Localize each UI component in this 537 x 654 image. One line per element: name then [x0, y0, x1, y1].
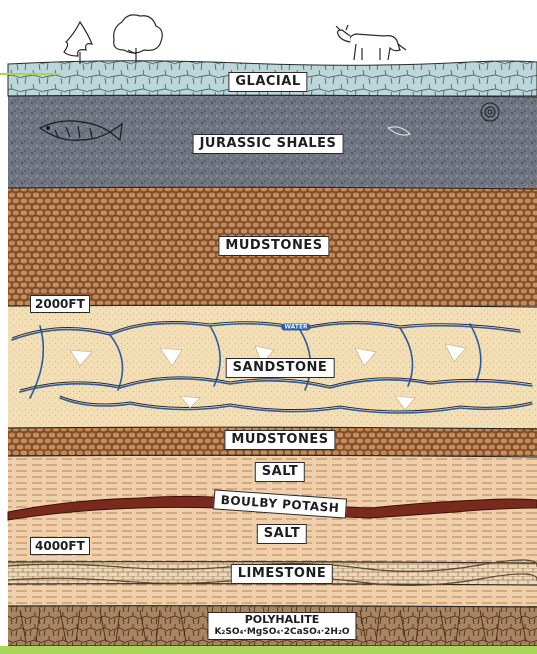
- layer-salt-base: [8, 584, 537, 606]
- depth-4000ft: 4000FT: [30, 537, 90, 555]
- label-sandstone: SANDSTONE: [226, 358, 335, 378]
- label-glacial: GLACIAL: [228, 72, 307, 92]
- label-limestone: LIMESTONE: [231, 564, 333, 584]
- label-water: WATER: [281, 324, 310, 331]
- polyhalite-name: POLYHALITE: [214, 614, 349, 626]
- label-mudstones-upper: MUDSTONES: [218, 236, 329, 256]
- label-polyhalite: POLYHALITE K₂SO₄·MgSO₄·2CaSO₄·2H₂O: [207, 612, 356, 640]
- label-salt-lower: SALT: [257, 524, 307, 544]
- label-salt-upper: SALT: [255, 462, 305, 482]
- label-mudstones-lower: MUDSTONES: [224, 430, 335, 450]
- polyhalite-formula: K₂SO₄·MgSO₄·2CaSO₄·2H₂O: [214, 626, 349, 638]
- depth-2000ft: 2000FT: [30, 295, 90, 313]
- ground-band: [0, 646, 537, 654]
- label-jurassic-shales: JURASSIC SHALES: [193, 134, 344, 154]
